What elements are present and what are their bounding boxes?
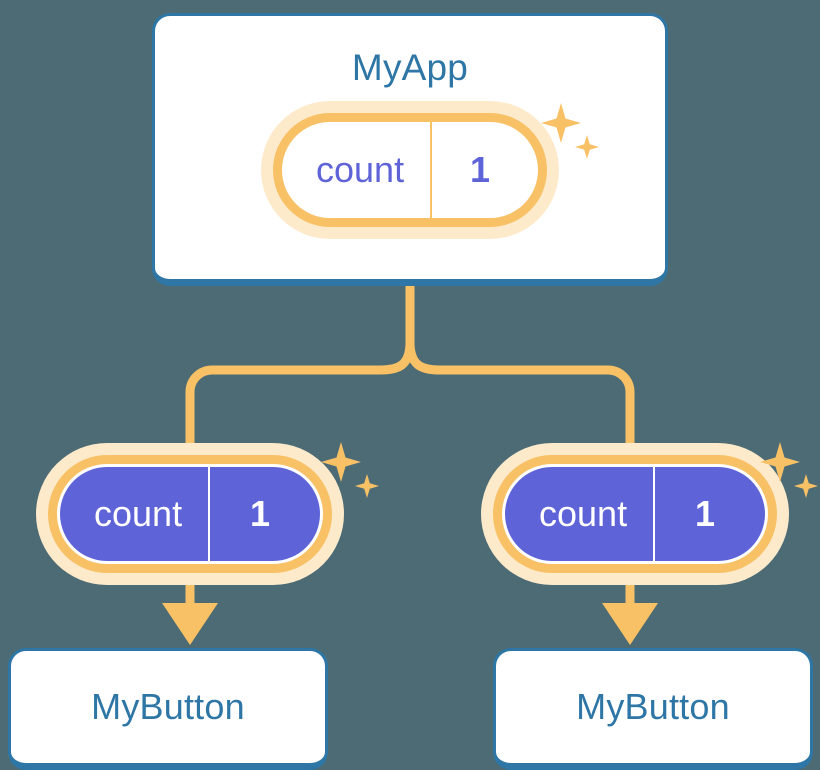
state-key-label: count (539, 493, 628, 534)
pill-body: count 1 (282, 122, 538, 218)
state-value-label: 1 (470, 149, 491, 190)
pill-divider (653, 467, 656, 561)
connector-branch-right (405, 341, 635, 460)
state-value-label: 1 (695, 493, 716, 534)
pill-inner-fill: count 1 (505, 467, 765, 561)
pill-body: count 1 (57, 464, 323, 564)
component-card-mybutton-1[interactable]: MyButton (8, 648, 328, 770)
pill-body: count 1 (502, 464, 768, 564)
component-label-mybutton: MyButton (576, 686, 730, 727)
pill-divider (430, 122, 433, 218)
pill-divider (208, 467, 211, 561)
state-pill-child-2-count[interactable]: count 1 (481, 443, 789, 585)
component-label-mybutton: MyButton (91, 686, 245, 727)
state-value-label: 1 (250, 493, 271, 534)
component-card-mybutton-2[interactable]: MyButton (493, 648, 813, 770)
component-label-myapp: MyApp (351, 47, 469, 88)
connector-branch-left (185, 341, 415, 460)
state-key-label: count (316, 149, 405, 190)
state-pill-myapp-count[interactable]: count 1 (261, 101, 559, 239)
state-key-label: count (94, 493, 183, 534)
pill-inner-fill: count 1 (60, 467, 320, 561)
state-pill-child-1-count[interactable]: count 1 (36, 443, 344, 585)
